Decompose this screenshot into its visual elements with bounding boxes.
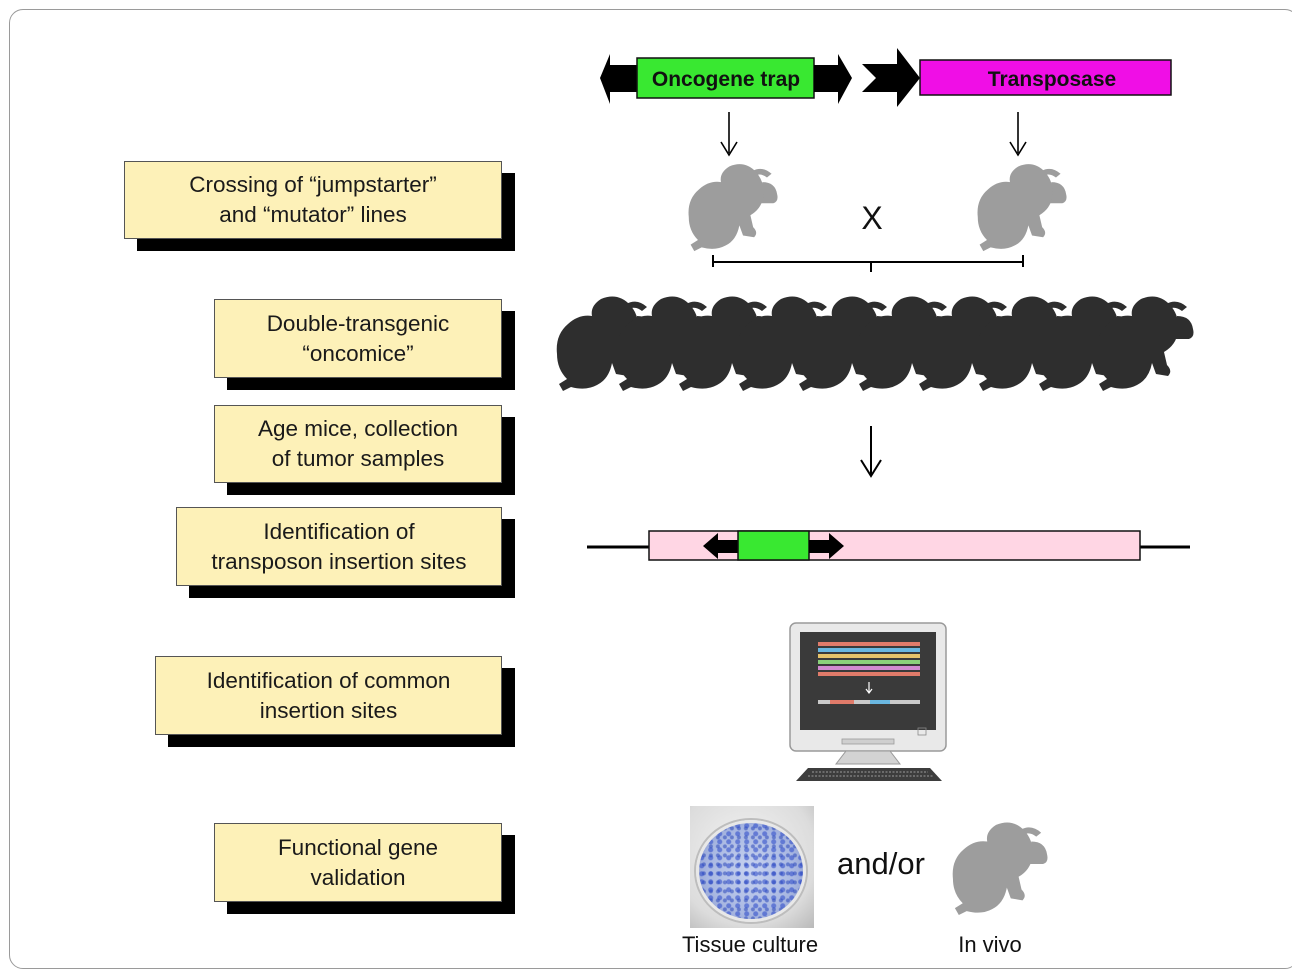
in-vivo-caption: In vivo bbox=[958, 932, 1022, 955]
promoter-arrow bbox=[862, 48, 920, 107]
step-text: Double-transgenic “oncomice” bbox=[214, 299, 502, 378]
step-box-validation: Functional gene validation bbox=[214, 823, 515, 914]
arrow-head bbox=[1009, 141, 1027, 157]
cross-symbol: X bbox=[861, 200, 882, 236]
insertion-arrow-left bbox=[703, 533, 738, 559]
step-box-age-mice: Age mice, collection of tumor samples bbox=[214, 405, 515, 495]
tissue-culture-caption: Tissue culture bbox=[682, 932, 818, 955]
arrow-head bbox=[720, 141, 738, 157]
transposase-label: Transposase bbox=[988, 68, 1116, 91]
step-box-insertion-sites: Identification of transposon insertion s… bbox=[176, 507, 515, 598]
mouse-icon bbox=[952, 822, 1048, 916]
insertion-arrow-right bbox=[809, 533, 844, 559]
step-text: Identification of transposon insertion s… bbox=[176, 507, 502, 586]
oncogene-trap-label: Oncogene trap bbox=[652, 68, 800, 91]
step-line: and “mutator” lines bbox=[219, 202, 407, 227]
mouse-icon bbox=[977, 164, 1067, 252]
step-line: transposon insertion sites bbox=[211, 548, 467, 574]
step-box-crossing: Crossing of “jumpstarter” and “mutator” … bbox=[124, 161, 515, 251]
step-text: Identification of common insertion sites bbox=[155, 656, 502, 735]
step-line: Identification of common bbox=[206, 667, 451, 693]
petri-dish bbox=[696, 820, 806, 922]
step-line: Crossing of “jumpstarter” bbox=[189, 172, 437, 197]
culture-dish-image bbox=[690, 806, 814, 928]
step-box-common-insertion-sites: Identification of common insertion sites bbox=[155, 656, 515, 747]
arrow-head bbox=[860, 459, 882, 478]
mouse-icon bbox=[688, 164, 778, 252]
step-line: of tumor samples bbox=[271, 446, 445, 471]
step-text: Functional gene validation bbox=[214, 823, 502, 902]
step-line: Double-transgenic bbox=[266, 310, 450, 336]
keyboard-icon bbox=[796, 768, 942, 781]
step-line: Identification of bbox=[263, 518, 415, 544]
oncogene-trap-bar bbox=[636, 57, 815, 99]
step-line: Age mice, collection bbox=[257, 416, 459, 441]
inverted-repeat-arrow-right bbox=[814, 54, 852, 104]
step-line: Functional gene bbox=[277, 834, 439, 860]
oncomice-row bbox=[556, 296, 1194, 391]
step-line: validation bbox=[310, 864, 406, 890]
and-or-connector: and/or bbox=[837, 846, 925, 881]
inverted-repeat-arrow-left bbox=[600, 54, 637, 104]
transposase-bar bbox=[919, 59, 1172, 96]
step-line: insertion sites bbox=[259, 697, 398, 723]
step-text: Crossing of “jumpstarter” and “mutator” … bbox=[124, 161, 502, 239]
step-box-double-transgenic: Double-transgenic “oncomice” bbox=[214, 299, 515, 390]
computer-monitor-icon bbox=[789, 622, 947, 765]
step-line: “oncomice” bbox=[302, 340, 414, 366]
inserted-oncogene-trap bbox=[737, 530, 810, 561]
step-text: Age mice, collection of tumor samples bbox=[214, 405, 502, 483]
